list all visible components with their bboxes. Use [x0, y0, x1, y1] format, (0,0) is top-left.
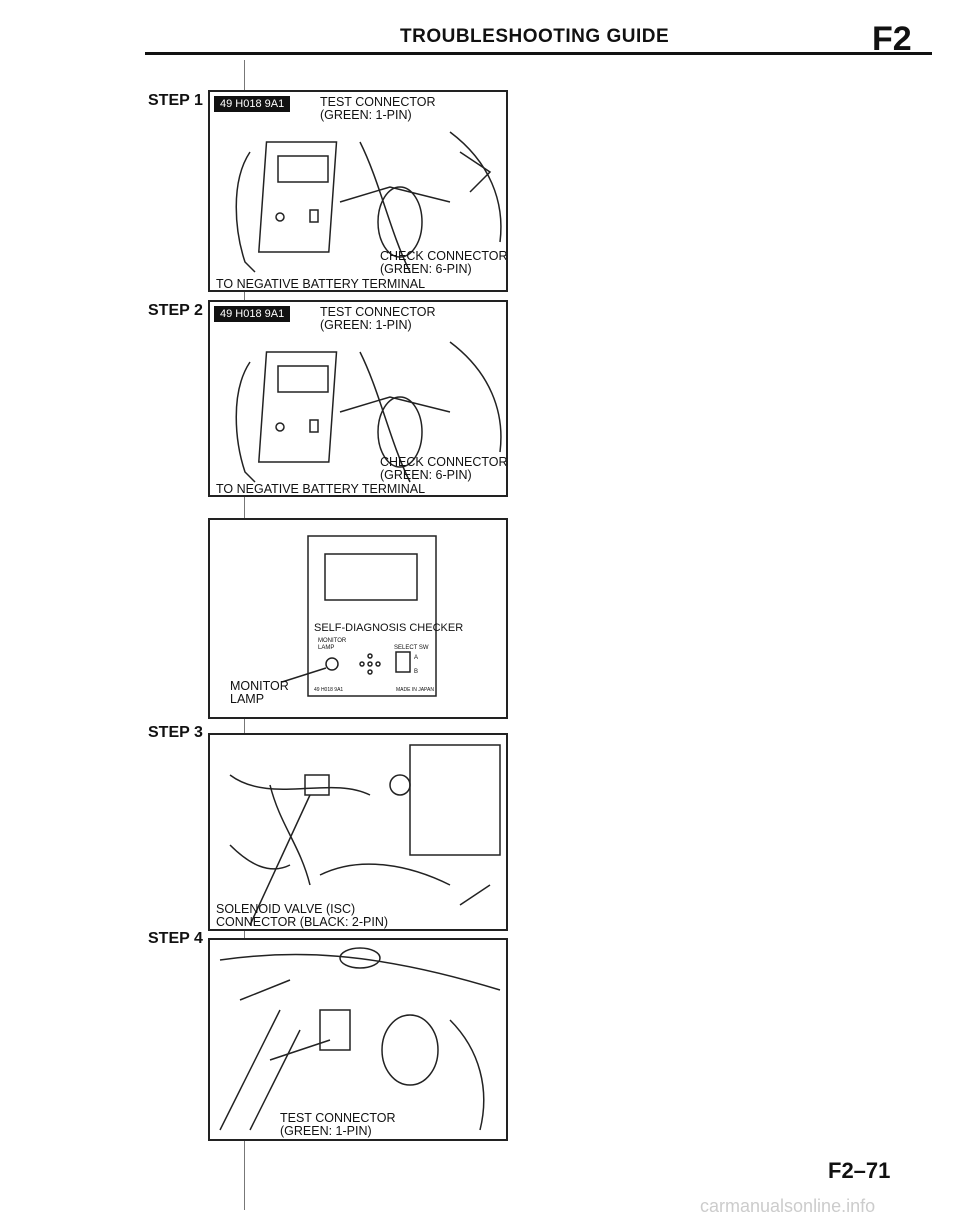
- step-1-label: STEP 1: [148, 92, 203, 109]
- callout-battery-terminal: TO NEGATIVE BATTERY TERMINAL: [216, 482, 426, 496]
- tool-id-tag: 49 H018 9A1: [214, 96, 291, 112]
- checker-title: SELF-DIAGNOSIS CHECKER: [314, 622, 464, 634]
- page-number: F2–71: [828, 1158, 891, 1183]
- callout-test-connector: TEST CONNECTOR (GREEN: 1-PIN): [320, 305, 436, 332]
- callout-monitor-lamp: MONITOR LAMP: [230, 679, 289, 706]
- callout-battery-terminal: TO NEGATIVE BATTERY TERMINAL: [216, 277, 426, 291]
- engine-illustration: [235, 341, 502, 483]
- switch-b-label: B: [414, 669, 419, 675]
- section-code: F2: [872, 20, 912, 58]
- made-in-label: MADE IN JAPAN: [396, 687, 434, 693]
- step-4-label: STEP 4: [148, 930, 203, 947]
- engine-illustration: [229, 744, 501, 926]
- step-2-label: STEP 2: [148, 302, 203, 319]
- select-switch-label: SELECT SW: [394, 645, 429, 651]
- checker-tool-id: 49 H018 9A1: [314, 687, 344, 693]
- callout-check-connector: CHECK CONNECTOR (GREEN: 6-PIN): [380, 455, 508, 482]
- engine-illustration: [235, 131, 502, 273]
- checker-monitor-lamp-label: MONITOR LAMP: [318, 638, 347, 651]
- step-3-label: STEP 3: [148, 724, 203, 741]
- step-2-figure: 49 H018 9A1 TEST CONNECTOR (GREEN: 1-PIN…: [208, 300, 508, 497]
- page-title: TROUBLESHOOTING GUIDE: [400, 26, 670, 47]
- callout-test-connector: TEST CONNECTOR (GREEN: 1-PIN): [320, 95, 436, 122]
- checker-illustration: [281, 535, 437, 697]
- callout-test-connector: TEST CONNECTOR (GREEN: 1-PIN): [280, 1111, 396, 1138]
- engine-illustration: [219, 947, 501, 1131]
- step-4-figure: TEST CONNECTOR (GREEN: 1-PIN): [208, 938, 508, 1141]
- checker-figure: SELF-DIAGNOSIS CHECKER MONITOR LAMP SELE…: [208, 518, 508, 719]
- step-3-figure: SOLENOID VALVE (ISC) CONNECTOR (BLACK: 2…: [208, 733, 508, 931]
- header-rule: [145, 52, 932, 55]
- tool-id-tag: 49 H018 9A1: [214, 306, 291, 322]
- callout-solenoid-valve-connector: SOLENOID VALVE (ISC) CONNECTOR (BLACK: 2…: [216, 902, 389, 929]
- callout-check-connector: CHECK CONNECTOR (GREEN: 6-PIN): [380, 249, 508, 276]
- watermark: carmanualsonline.info: [700, 1196, 876, 1216]
- step-1-figure: 49 H018 9A1 TEST CONNECTOR (GREEN: 1-PIN…: [208, 90, 508, 292]
- switch-a-label: A: [414, 655, 419, 661]
